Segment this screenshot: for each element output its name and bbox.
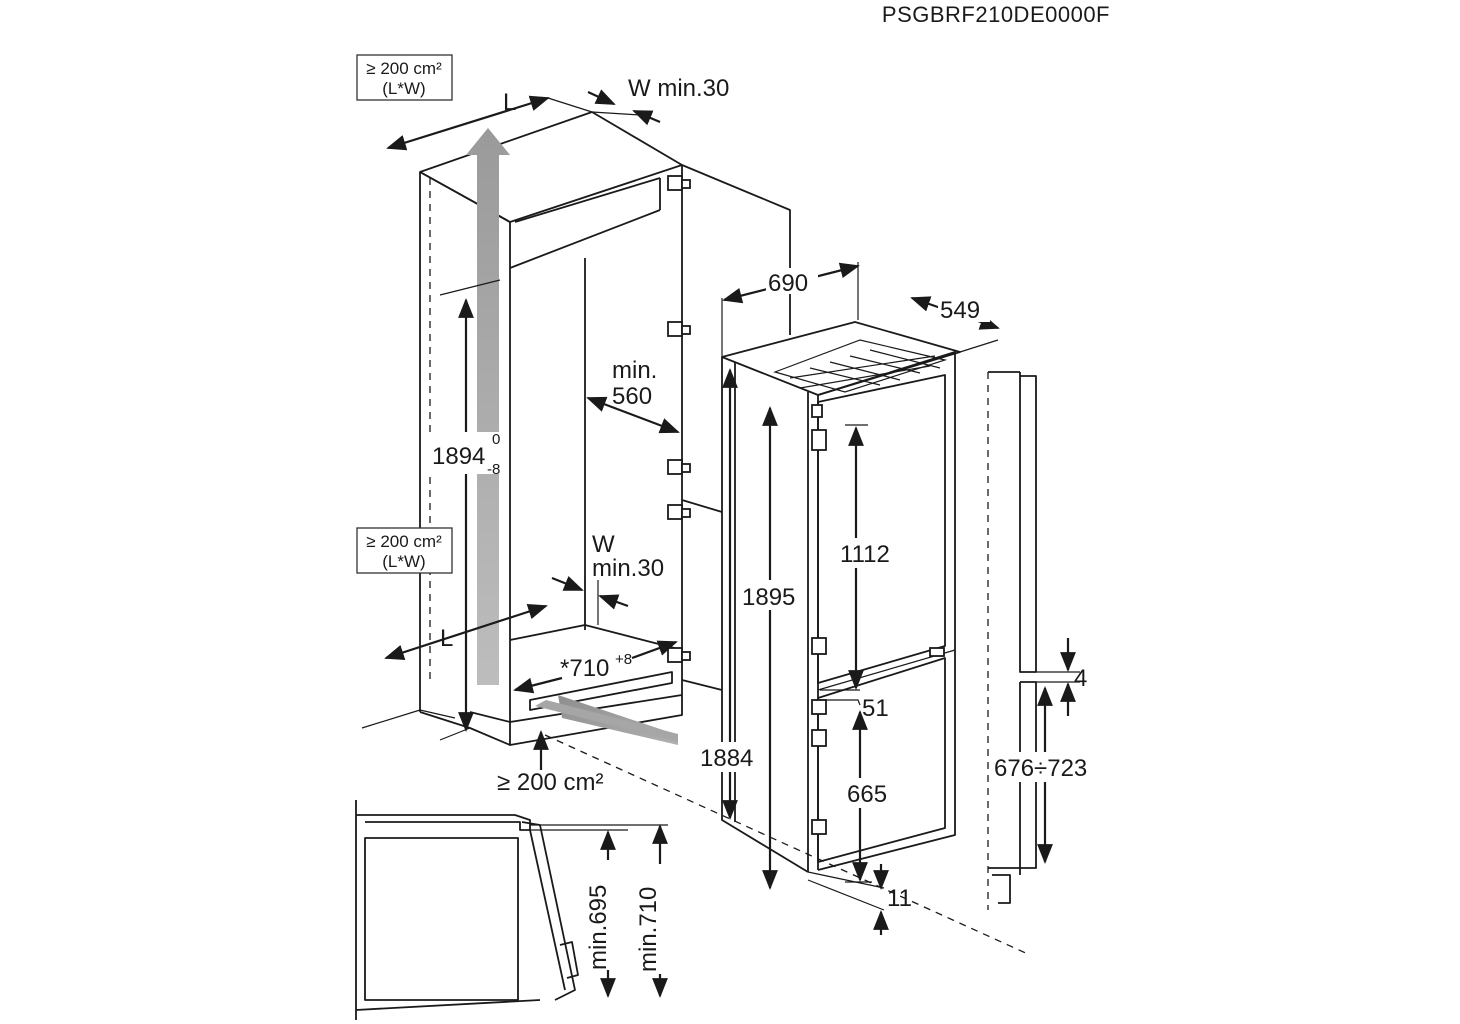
- length-bottom-label: L: [440, 625, 453, 652]
- plinth-depth-tol: +8: [615, 651, 632, 668]
- side-detail: [355, 800, 668, 1020]
- appliance-height-total: 1895: [742, 584, 795, 611]
- niche-depth-line2: 560: [612, 383, 652, 410]
- panel-top-gap-dimension: 4: [1036, 638, 1087, 716]
- airflow-arrow: [466, 128, 678, 745]
- plinth-depth-dimension: *710 +8: [513, 640, 678, 694]
- model-code: PSGBRF210DE0000F: [882, 2, 1110, 27]
- detail-min-a: min.695: [585, 885, 612, 970]
- detail-min-a-dimension: min.695: [584, 830, 616, 998]
- cabinet-niche: [361, 111, 791, 746]
- length-top-dimension: L: [386, 89, 593, 151]
- appliance-depth: 549: [940, 297, 980, 324]
- width-dimension: 690: [721, 262, 860, 357]
- vent-mid-box: ≥ 200 cm² (L*W): [356, 527, 453, 574]
- detail-min-b-dimension: min.710: [635, 824, 668, 998]
- panel-height-dimension: 676÷723: [992, 686, 1096, 864]
- length-top-label: L: [503, 89, 516, 116]
- hinge-icon: [811, 404, 945, 835]
- upper-door-dimension: 1112: [838, 424, 896, 690]
- appliance-bottom-gap: 11: [887, 885, 912, 912]
- appliance: [721, 321, 961, 873]
- niche-depth-line1: min.: [612, 357, 657, 384]
- vent-top-box: ≥ 200 cm² (L*W): [356, 54, 453, 101]
- panel-height-range: 676÷723: [994, 755, 1087, 782]
- appliance-lower-door: 665: [847, 781, 887, 808]
- vent-mid-line1: ≥ 200 cm²: [366, 532, 442, 551]
- niche-height-dimension: 1894 0 -8: [428, 279, 500, 732]
- furniture-door-panel: [987, 371, 1037, 910]
- vent-bottom-label: ≥ 200 cm²: [497, 769, 604, 796]
- appliance-height-body: 1884: [700, 745, 753, 772]
- plinth-depth-value: *710: [560, 655, 609, 682]
- appliance-upper-door: 1112: [840, 541, 890, 568]
- vent-top-line2: (L*W): [382, 79, 425, 98]
- gap-top-label: W min.30: [628, 75, 729, 102]
- niche-height-tol-lower: -8: [487, 461, 500, 478]
- length-bottom-dimension: L: [384, 603, 548, 661]
- gap-mid-line1: W: [592, 531, 615, 558]
- vent-top-line1: ≥ 200 cm²: [366, 59, 442, 78]
- niche-height-value: 1894: [432, 443, 485, 470]
- appliance-width: 690: [768, 270, 808, 297]
- detail-min-b: min.710: [635, 887, 662, 972]
- bottom-gap-dimension: 11: [807, 864, 912, 935]
- niche-depth-dimension: min. 560: [586, 357, 680, 434]
- depth-dimension: 549: [910, 296, 1000, 353]
- vent-bottom-dimension: ≥ 200 cm²: [497, 730, 604, 796]
- niche-height-tol-upper: 0: [492, 431, 500, 448]
- height-body-dimension: 1884: [698, 368, 760, 820]
- vent-mid-line2: (L*W): [382, 552, 425, 571]
- panel-top-gap: 4: [1074, 665, 1087, 692]
- hinge-icon: [667, 175, 691, 663]
- gap-mid-line2: min.30: [592, 555, 664, 582]
- appliance-gap-between: 51: [862, 695, 889, 722]
- gap-top-dimension: W min.30: [587, 75, 729, 126]
- lower-door-dimension: 665: [845, 710, 897, 883]
- gap-mid-dimension: W min.30: [551, 531, 664, 625]
- height-total-dimension: 1895: [740, 406, 802, 890]
